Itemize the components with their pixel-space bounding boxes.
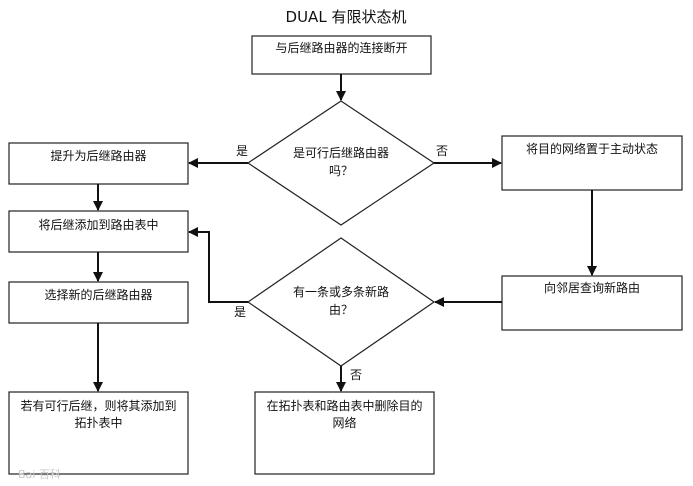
edge-label-routes-no: 否 (350, 368, 362, 382)
decision-feasible-successor-line2: 吗？ (329, 164, 353, 178)
node-remove-destination-line1: 在拓扑表和路由表中删除目的 (266, 398, 422, 413)
node-connection-lost: 与后继路由器的连接断开 (251, 35, 432, 75)
decision-feasible-successor: 是可行后继路由器 吗？ (246, 100, 436, 226)
decision-new-routes-line1: 有一条或多条新路 (293, 284, 389, 299)
node-set-active-state-label: 将目的网络置于主动状态 (526, 141, 658, 156)
baidu-baike-watermark: Bai 百科 (18, 467, 61, 481)
node-add-feasible-to-topology-line1: 若有可行后继，则将其添加到 (20, 399, 176, 413)
node-remove-destination-line2: 网络 (332, 415, 356, 430)
node-add-to-routing-table: 将后继添加到路由表中 (8, 210, 189, 253)
arrow-routes-yes-to-add (188, 227, 248, 303)
decision-new-routes: 有一条或多条新路 由？ (246, 237, 436, 367)
node-select-new-successor-label: 选择新的后继路由器 (44, 287, 152, 302)
node-select-new-successor: 选择新的后继路由器 (8, 281, 189, 324)
node-set-active-state: 将目的网络置于主动状态 (501, 135, 683, 191)
node-connection-lost-label: 与后继路由器的连接断开 (275, 40, 407, 55)
edge-label-routes-yes: 是 (234, 305, 246, 319)
decision-feasible-successor-line1: 是可行后继路由器 (293, 145, 389, 160)
node-remove-destination: 在拓扑表和路由表中删除目的 网络 (254, 391, 435, 475)
node-add-feasible-to-topology: 若有可行后继，则将其添加到 拓扑表中 (8, 391, 189, 475)
node-query-neighbors-label: 向邻居查询新路由 (544, 280, 640, 295)
decision-new-routes-line2: 由？ (329, 303, 353, 317)
node-add-feasible-to-topology-line2: 拓扑表中 (74, 415, 122, 430)
edge-label-feasible-no: 否 (436, 144, 448, 158)
node-promote-successor: 提升为后继路由器 (8, 142, 189, 185)
node-query-neighbors: 向邻居查询新路由 (501, 275, 683, 331)
diagram-title: DUAL 有限状态机 (286, 8, 407, 26)
node-promote-successor-label: 提升为后继路由器 (50, 148, 146, 163)
edge-label-feasible-yes: 是 (236, 144, 248, 158)
node-add-to-routing-table-label: 将后继添加到路由表中 (38, 217, 158, 232)
